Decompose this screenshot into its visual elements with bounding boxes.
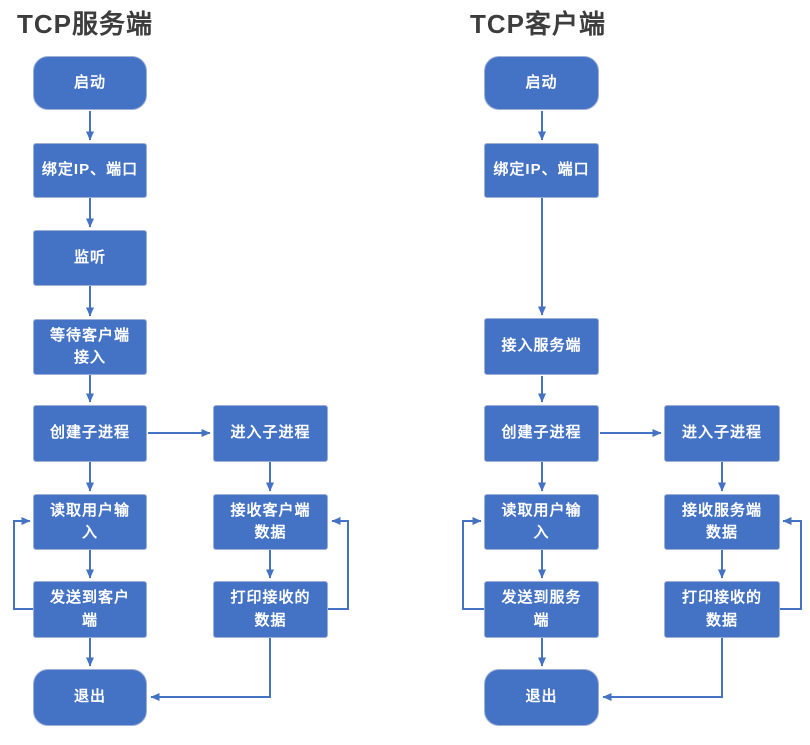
server-node-send-label: 发送到客户 端 (49, 589, 130, 629)
client-node-send-label: 发送到服务 端 (501, 589, 582, 629)
arrow-server-print-loop-recv (328, 517, 349, 610)
server-node-exit: 退出 (33, 669, 147, 726)
client-node-read: 读取用户输 入 (484, 494, 599, 550)
client-node-exit: 退出 (484, 669, 599, 726)
arrow-client-send-loop-read (462, 517, 484, 610)
server-node-child: 进入子进程 (213, 405, 328, 462)
client-node-start: 启动 (484, 56, 599, 110)
server-node-start-label: 启动 (73, 73, 106, 91)
client-flowchart-title: TCP客户端 (470, 9, 607, 39)
client-node-child-label: 进入子进程 (681, 424, 762, 442)
server-node-recv: 接收客户端 数据 (213, 494, 328, 550)
server-flowchart-title: TCP服务端 (17, 9, 154, 39)
client-node-print-label: 打印接收的 数据 (681, 589, 762, 629)
server-node-wait: 等待客户端 接入 (33, 319, 147, 375)
client-node-bind-label: 绑定IP、端口 (493, 161, 590, 179)
client-node-print: 打印接收的 数据 (664, 581, 780, 638)
client-node-connect: 接入服务端 (484, 318, 599, 375)
server-node-fork: 创建子进程 (33, 405, 147, 462)
client-node-send: 发送到服务 端 (484, 581, 599, 638)
client-node-recv: 接收服务端 数据 (664, 494, 780, 550)
arrow-server-print-to-exit (150, 638, 271, 701)
server-node-wait-label: 等待客户端 接入 (49, 326, 130, 367)
client-node-connect-label: 接入服务端 (501, 337, 582, 355)
arrow-server-send-loop-read (13, 517, 33, 610)
server-node-listen: 监听 (33, 230, 147, 286)
client-node-child: 进入子进程 (664, 405, 780, 462)
client-node-bind: 绑定IP、端口 (484, 143, 599, 198)
client-node-start-label: 启动 (525, 73, 558, 91)
server-node-read-label: 读取用户输 入 (49, 501, 130, 542)
server-node-print: 打印接收的 数据 (213, 581, 328, 638)
client-node-read-label: 读取用户输 入 (501, 501, 582, 542)
client-node-recv-label: 接收服务端 数据 (681, 501, 762, 542)
server-node-print-label: 打印接收的 数据 (230, 589, 311, 629)
client-node-exit-label: 退出 (525, 688, 558, 706)
server-node-recv-label: 接收客户端 数据 (230, 501, 311, 542)
client-node-fork: 创建子进程 (484, 405, 599, 462)
server-node-send: 发送到客户 端 (33, 581, 147, 638)
server-node-listen-label: 监听 (73, 248, 106, 266)
server-node-fork-label: 创建子进程 (49, 424, 130, 442)
server-node-read: 读取用户输 入 (33, 494, 147, 550)
server-node-child-label: 进入子进程 (230, 424, 311, 442)
arrow-client-print-to-exit (602, 638, 723, 701)
server-node-bind-label: 绑定IP、端口 (41, 161, 139, 179)
client-node-fork-label: 创建子进程 (501, 424, 582, 442)
server-node-exit-label: 退出 (73, 688, 106, 706)
server-node-bind: 绑定IP、端口 (33, 143, 147, 198)
server-node-start: 启动 (33, 56, 147, 110)
arrow-client-print-loop-recv (780, 517, 802, 610)
